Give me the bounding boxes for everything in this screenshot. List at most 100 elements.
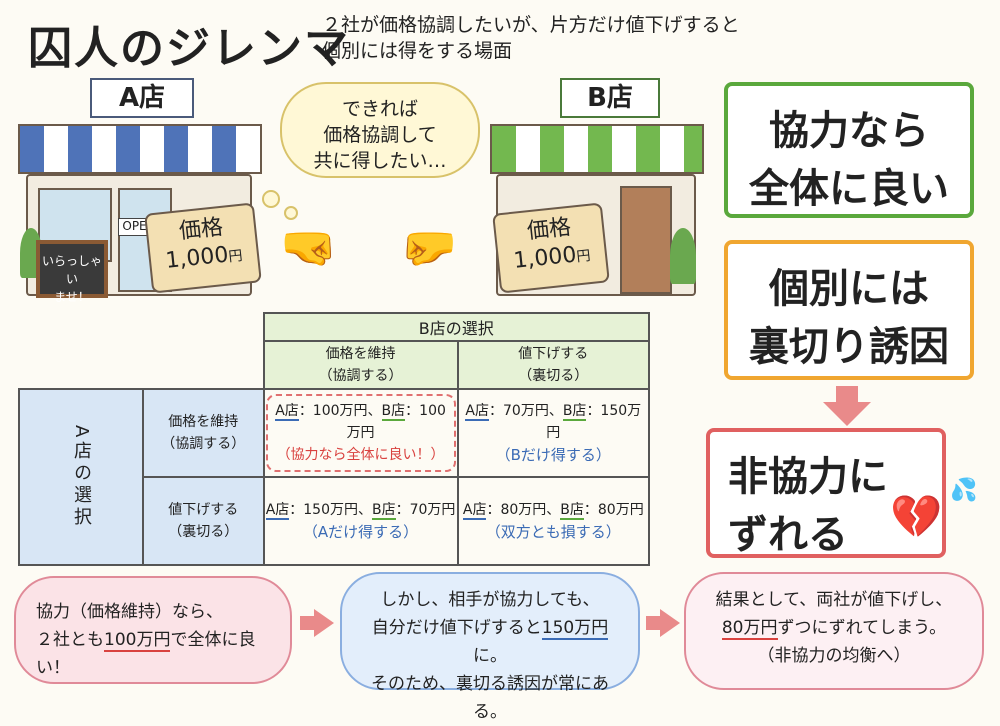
cell-note: （双方とも損する） (485, 523, 621, 541)
sweat-drop-icon: 💦 (950, 478, 978, 503)
arrow-right-icon (646, 616, 660, 630)
thought-bubble: できれば 価格協調して 共に得したい… (280, 82, 480, 178)
card-noncoop-line-1: 非協力に (728, 454, 888, 500)
broken-heart-icon: 💔 (890, 492, 943, 541)
col2-sub: （裏切る） (518, 368, 589, 384)
col1-sub: （協調する） (318, 368, 403, 384)
col2-label: 値下げする (518, 346, 589, 362)
cell-a-value: ：150万円、 (289, 502, 372, 518)
thought-line-3: 共に得したい… (313, 150, 447, 172)
card-betray-line-1: 個別には (769, 266, 929, 312)
box2-line-2-pre: 自分だけ値下げすると (371, 618, 542, 638)
cell-a-label: A店 (265, 502, 290, 520)
box3-line-1: 結果として、両社が値下げし、 (715, 590, 953, 610)
cell-b-value: ：150万円 (546, 403, 642, 441)
cell-b-label: B店 (372, 502, 396, 520)
matrix-b-header: B店の選択 (262, 312, 651, 342)
box1-highlight: 100万円 (104, 630, 171, 652)
arrow-right-icon (300, 616, 314, 630)
cell-b-value: ：70万円 (395, 502, 456, 518)
card-coop: 協力なら 全体に良い (724, 82, 974, 218)
row2-sub: （裏切る） (168, 524, 239, 540)
matrix-a-header: A店の選択 (18, 388, 144, 566)
store-b-plant (670, 228, 696, 284)
store-a-illustration: A店 OPEN いらっしゃい ませ！ 価格 1,000円 (18, 78, 268, 304)
explain-box-2: しかし、相手が協力しても、 自分だけ値下げすると150万円に。 そのため、裏切る… (340, 572, 640, 722)
box2-line-2-post: に。 (473, 646, 507, 666)
cell-a-value: ：80万円、 (486, 502, 561, 518)
payoff-matrix: B店の選択 価格を維持 （協調する） 値下げする （裏切る） A店の選択 価格を… (18, 312, 651, 566)
subtitle-line-1: ２社が価格協調したいが、片方だけ値下げすると (322, 14, 740, 36)
box3-line-3: （非協力の均衡へ） (757, 646, 911, 666)
matrix-col-header: 価格を維持 （協調する） (262, 340, 459, 390)
store-b-tag-unit: 円 (575, 247, 592, 266)
store-b-sign: B店 (560, 78, 660, 118)
cell-a-label: A店 (462, 502, 487, 520)
col1-label: 価格を維持 (325, 346, 396, 362)
matrix-row-header: 値下げする （裏切る） (142, 476, 265, 566)
cell-note: （Aだけ得する） (302, 523, 419, 541)
card-noncoop: 非協力に ずれる (706, 428, 946, 558)
coop-highlight: A店：100万円、B店：100万円 （協力なら全体に良い！） (265, 394, 456, 472)
cell-b-label: B店 (560, 502, 584, 520)
store-a-tag-price: 1,000 (164, 242, 230, 274)
box1-line-2-post: で全体に良い！ (36, 630, 256, 678)
thought-dot (284, 206, 298, 220)
card-betray-line-2: 裏切り誘因 (749, 324, 949, 370)
handshake-right-icon: 🤛 (400, 220, 458, 274)
matrix-cell: A店：70万円、B店：150万円 （Bだけ得する） (456, 388, 651, 478)
matrix-row-header: 価格を維持 （協調する） (142, 388, 265, 478)
card-coop-line-2: 全体に良い (749, 166, 949, 212)
thought-line-2: 価格協調して (323, 124, 437, 146)
store-b-tag-price: 1,000 (512, 242, 578, 274)
row1-sub: （協調する） (161, 436, 246, 452)
subtitle: ２社が価格協調したいが、片方だけ値下げすると 個別には得をする場面 (322, 12, 740, 64)
store-a-sign: A店 (90, 78, 194, 118)
matrix-cell: A店：150万円、B店：70万円 （Aだけ得する） (262, 476, 459, 566)
card-betray: 個別には 裏切り誘因 (724, 240, 974, 380)
store-a-chalkboard: いらっしゃい ませ！ (36, 240, 108, 304)
chalkboard-line-2: ませ！ (54, 290, 90, 304)
cell-b-label: B店 (381, 403, 406, 421)
cell-a-value: ：70万円、 (489, 403, 563, 419)
cell-note: （Bだけ得する） (495, 446, 611, 464)
handshake-left-icon: 🤜 (280, 220, 338, 274)
box3-highlight: 80万円 (721, 618, 778, 640)
store-a-tag-unit: 円 (227, 247, 244, 266)
cell-b-label: B店 (562, 403, 587, 421)
chalkboard-line-1: いらっしゃい (41, 254, 102, 286)
arrow-down-icon (823, 402, 871, 426)
card-noncoop-line-2: ずれる (728, 512, 848, 558)
cell-a-label: A店 (275, 403, 299, 421)
arrow-right-icon (314, 609, 334, 637)
store-a-awning (18, 124, 262, 174)
cell-b-value: ：100万円 (346, 403, 446, 441)
explain-box-1: 協力（価格維持）なら、 ２社とも100万円で全体に良い！ (14, 576, 292, 684)
row1-label: 価格を維持 (168, 414, 239, 430)
box2-line-3: そのため、裏切る誘因が常にある。 (371, 674, 609, 722)
box1-line-2-pre: ２社とも (36, 630, 104, 650)
store-b-price-tag: 価格 1,000円 (492, 202, 610, 294)
matrix-cell: A店：80万円、B店：80万円 （双方とも損する） (456, 476, 651, 566)
matrix-col-header: 値下げする （裏切る） (456, 340, 651, 390)
cell-note: （協力なら全体に良い！） (276, 447, 445, 463)
thought-line-1: できれば (341, 98, 418, 120)
arrow-right-icon (660, 609, 680, 637)
subtitle-line-2: 個別には得をする場面 (322, 40, 513, 62)
explain-box-3: 結果として、両社が値下げし、 80万円ずつにずれてしまう。 （非協力の均衡へ） (684, 572, 984, 690)
card-coop-line-1: 協力なら (769, 108, 929, 154)
cell-a-value: ：100万円、 (298, 403, 382, 419)
cell-a-label: A店 (465, 403, 489, 421)
matrix-cell: A店：100万円、B店：100万円 （協力なら全体に良い！） (262, 388, 459, 478)
arrow-down-icon (836, 386, 858, 404)
store-a-price-tag: 価格 1,000円 (144, 202, 262, 294)
store-b-illustration: B店 価格 1,000円 (490, 78, 710, 298)
thought-dot (262, 190, 280, 208)
box2-highlight: 150万円 (541, 618, 609, 640)
box1-line-1: 協力（価格維持）なら、 (36, 602, 223, 622)
store-b-door (620, 186, 672, 294)
store-b-awning (490, 124, 704, 174)
row2-label: 値下げする (168, 502, 239, 518)
cell-b-value: ：80万円 (583, 502, 644, 518)
box3-line-2-post: ずつにずれてしまう。 (777, 618, 947, 638)
